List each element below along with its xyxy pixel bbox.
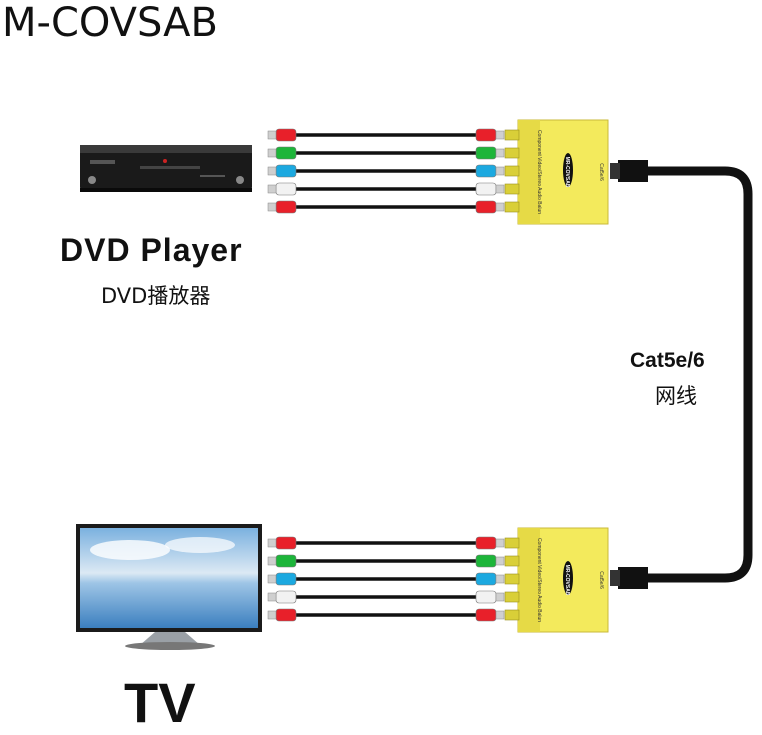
tv-image xyxy=(76,524,262,650)
rca-plug xyxy=(475,146,497,160)
rca-jack xyxy=(504,147,520,159)
rca-tip xyxy=(495,538,505,548)
rca-plug xyxy=(275,182,297,196)
rca-jack xyxy=(504,591,520,603)
rca-jack xyxy=(504,183,520,195)
balun-top-side-text: Component Video/Stereo Audio Balun xyxy=(536,130,542,214)
rca-plug xyxy=(475,128,497,142)
rca-tip xyxy=(267,202,277,212)
dvd-player-label: DVD Player xyxy=(60,232,243,268)
rca-tip xyxy=(495,574,505,584)
rca-cable-bundle-bottom xyxy=(267,536,520,622)
rca-plug xyxy=(475,164,497,178)
rca-plug xyxy=(475,608,497,622)
rca-plug xyxy=(275,554,297,568)
rca-plug xyxy=(275,536,297,550)
rca-plug xyxy=(475,554,497,568)
rca-plug xyxy=(275,164,297,178)
rca-tip xyxy=(495,148,505,158)
balun-top-port-text: Cat5e/6 xyxy=(598,163,604,181)
cat5e-cable xyxy=(610,160,753,589)
rca-tip xyxy=(495,592,505,602)
rca-plug xyxy=(275,590,297,604)
rca-plug xyxy=(275,608,297,622)
rca-tip xyxy=(495,130,505,140)
rca-tip xyxy=(267,592,277,602)
rca-tip xyxy=(267,574,277,584)
rca-tip xyxy=(267,148,277,158)
rca-tip xyxy=(495,202,505,212)
rca-jack xyxy=(504,555,520,567)
dvd-player-label-zh: DVD播放器 xyxy=(101,284,211,308)
rca-tip xyxy=(495,610,505,620)
page-title: M-COVSAB xyxy=(2,0,218,46)
rca-tip xyxy=(267,130,277,140)
rca-plug xyxy=(275,572,297,586)
rca-plug xyxy=(475,572,497,586)
rca-cable-bundle-top xyxy=(267,128,520,214)
rca-tip xyxy=(267,610,277,620)
rca-plug xyxy=(475,200,497,214)
rca-jack xyxy=(504,165,520,177)
rca-tip xyxy=(267,538,277,548)
rca-tip xyxy=(267,556,277,566)
cat5e-label: Cat5e/6 xyxy=(630,349,705,372)
balun-transmitter xyxy=(517,119,609,225)
balun-bottom-label: MR-COVSAB xyxy=(564,565,570,596)
rca-plug xyxy=(475,182,497,196)
cat5e-label-zh: 网线 xyxy=(655,384,697,408)
rca-jack xyxy=(504,537,520,549)
balun-bottom-port-text: Cat5e/6 xyxy=(598,571,604,589)
balun-bottom-side-text: Component Video/Stereo Audio Balun xyxy=(536,538,542,622)
rca-tip xyxy=(495,184,505,194)
balun-receiver xyxy=(517,527,609,633)
rca-tip xyxy=(495,166,505,176)
rca-jack xyxy=(504,609,520,621)
tv-label: TV xyxy=(124,671,196,734)
rca-jack xyxy=(504,201,520,213)
rca-plug xyxy=(275,200,297,214)
rca-tip xyxy=(495,556,505,566)
rca-plug xyxy=(275,128,297,142)
dvd-player-image xyxy=(80,145,252,192)
rca-tip xyxy=(267,166,277,176)
balun-top-label: MR-COVSAB xyxy=(564,157,570,188)
rca-plug xyxy=(475,536,497,550)
rca-plug xyxy=(475,590,497,604)
rca-jack xyxy=(504,573,520,585)
rca-jack xyxy=(504,129,520,141)
rca-tip xyxy=(267,184,277,194)
rca-plug xyxy=(275,146,297,160)
